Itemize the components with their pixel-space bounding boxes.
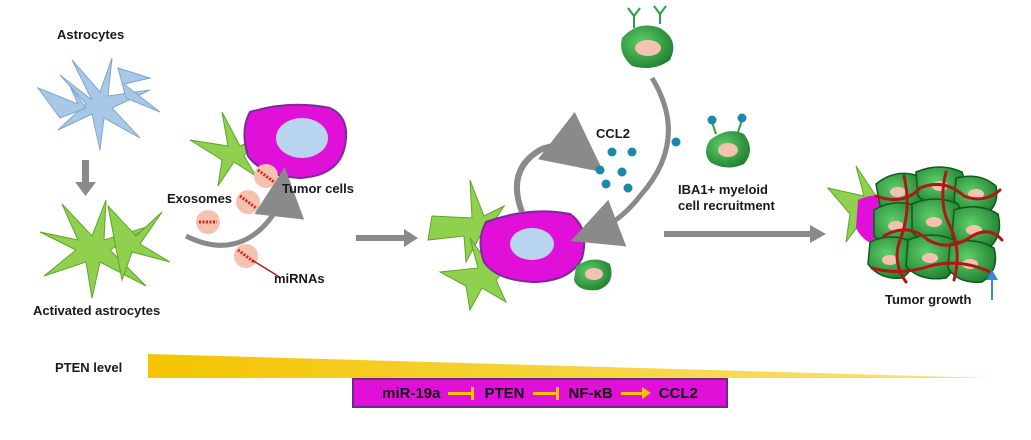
- pathway-ccl2: CCL2: [658, 384, 698, 402]
- iba1-myeloid-cell: [706, 113, 750, 168]
- ccl2-label: CCL2: [596, 126, 630, 141]
- exosome: [196, 210, 220, 234]
- tumor-mass: [826, 165, 1004, 284]
- pathway-mir19a: miR-19a: [382, 384, 441, 402]
- pathway-nfkb: NF-κB: [568, 384, 613, 402]
- exosome-uptake-arrow: [184, 167, 305, 248]
- activated-astrocytes: [39, 199, 171, 299]
- progression-arrow-1: [356, 229, 418, 247]
- exosome-group: [196, 164, 279, 277]
- myeloid-cell-top: [621, 5, 674, 69]
- tumor-cell-middle: [479, 210, 586, 284]
- mirnas-label: miRNAs: [274, 271, 325, 286]
- pathway-pten: PTEN: [484, 384, 525, 402]
- pten-level-wedge: [148, 354, 990, 378]
- activate-arrow-icon: [620, 387, 651, 399]
- signaling-pathway-box: miR-19a PTEN NF-κB CCL2: [352, 378, 728, 408]
- inhibit-arrow-icon: [532, 387, 561, 400]
- exosomes-label: Exosomes: [167, 191, 233, 206]
- tumor-cell-exosome-panel: [243, 103, 348, 180]
- exosome: [254, 164, 278, 188]
- myeloid-recruitment-arrow: [570, 76, 671, 247]
- ccl2-molecules: [595, 137, 681, 193]
- astrocyte-exosome-source: [189, 111, 263, 187]
- growth-up-arrow: [986, 270, 998, 300]
- myeloid-cell-middle: [574, 259, 612, 291]
- activated-astrocytes-label: Activated astrocytes: [33, 303, 161, 318]
- resting-astrocytes: [36, 57, 161, 151]
- inhibit-arrow-icon: [448, 387, 476, 400]
- exosome: [234, 244, 279, 277]
- tumor-growth-label: Tumor growth: [885, 292, 972, 307]
- iba1-label-line2: cell recruitment: [678, 198, 775, 213]
- ccl2-secretion-arrow: [513, 111, 604, 214]
- iba1-label-line1: IBA1+ myeloid: [678, 182, 768, 197]
- tumor-cells-label: Tumor cells: [282, 181, 355, 196]
- progression-arrow-2: [664, 225, 826, 243]
- activation-arrow: [75, 160, 96, 196]
- astrocytes-label: Astrocytes: [57, 27, 125, 42]
- exosome: [236, 190, 260, 214]
- pten-level-label: PTEN level: [55, 360, 123, 375]
